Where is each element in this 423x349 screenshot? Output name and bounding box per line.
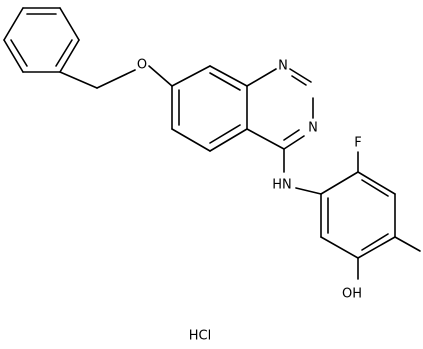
counterion-label: HCl [189, 329, 211, 344]
hydroxyl-label: OH [342, 287, 362, 302]
phenol-ring [320, 171, 396, 259]
phenyl-ring [3, 7, 80, 73]
benzyloxy-linker [59, 65, 173, 89]
atom-labels: O N N HN F OH HCl [137, 58, 362, 344]
amine-label: HN [272, 178, 292, 193]
ring-substituents [357, 151, 421, 280]
n3-label: N [308, 121, 318, 136]
quinazoline-pyrimidine-ring [246, 68, 314, 150]
quinazoline-benzo-ring [171, 65, 248, 152]
amine-linkage [283, 148, 322, 195]
n1-label: N [278, 59, 288, 74]
fluorine-label: F [354, 136, 361, 151]
ether-oxygen-label: O [137, 58, 147, 73]
